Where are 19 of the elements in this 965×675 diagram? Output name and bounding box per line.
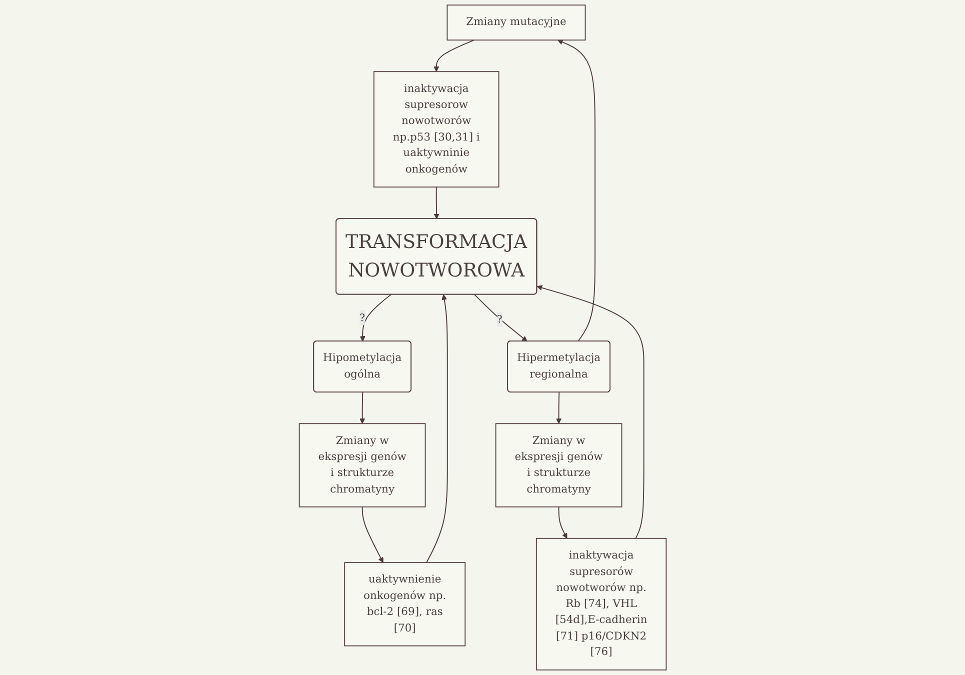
node-box: inaktywacja supresorow nowotworów np.p53 [30,31] i uaktywninie onkogenów [373, 71, 499, 188]
node-box: Zmiany w ekspresji genów i strukturze chromatyny [495, 423, 622, 508]
arrow [426, 294, 448, 564]
arrow [433, 40, 474, 72]
arrow [474, 294, 528, 342]
edge-label: ? [359, 311, 365, 324]
arrow [536, 285, 644, 539]
edge-label: ? [496, 312, 502, 325]
node-box: Zmiany mutacyjne [446, 4, 586, 41]
arrow [558, 506, 567, 539]
arrow [434, 186, 440, 220]
arrow [362, 506, 384, 563]
arrow [557, 39, 596, 342]
arrow [359, 392, 365, 424]
arrow [360, 294, 392, 342]
node-box: uaktywnienie onkogenów np. bcl-2 [69], ras [70] [344, 562, 466, 646]
node-box: Zmiany w ekspresji genów i strukturze chromatyny [298, 423, 426, 508]
arrow [556, 392, 562, 424]
node-box: inaktywacja supresorów nowotworów np. Rb [74], VHL [54d],E-cadherin [71] p16/CDKN2 [76] [536, 538, 666, 670]
